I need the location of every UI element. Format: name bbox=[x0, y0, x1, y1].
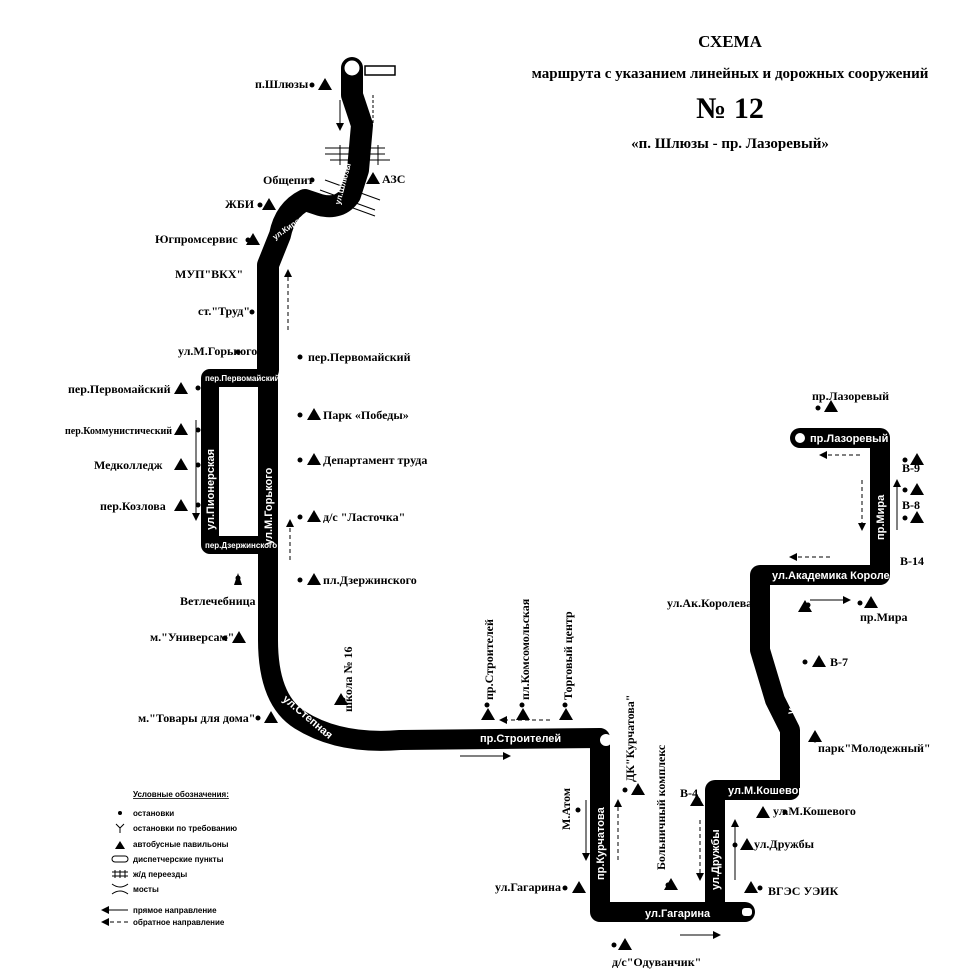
title-subtitle: маршрута с указанием линейных и дорожных… bbox=[531, 66, 929, 82]
street-stroiteley: пр.Строителей bbox=[480, 733, 561, 745]
stop-b7: В-7 bbox=[830, 655, 848, 669]
stop-b8: В-8 bbox=[902, 498, 920, 512]
stop-zhbi: ЖБИ bbox=[225, 197, 255, 211]
stop-obshchepit: Общепит bbox=[263, 173, 314, 187]
route-road bbox=[201, 57, 890, 922]
stop-yugprom: Югпромсервис bbox=[155, 232, 238, 246]
street-pervomaysky: пер.Первомайский bbox=[205, 374, 280, 383]
stop-trud: ст."Труд" bbox=[198, 304, 250, 318]
street-mira: пр.Мира bbox=[875, 494, 887, 540]
direction-arrows bbox=[192, 95, 901, 939]
street-korolev: ул.Академика Королева bbox=[772, 570, 903, 582]
stop-ak-koroleva: ул.Ак.Королева bbox=[667, 596, 752, 610]
legend-label-8: обратное направление bbox=[133, 918, 225, 927]
dispatch-point-icon bbox=[364, 65, 396, 76]
stop-pervomaysky-right: пер.Первомайский bbox=[308, 350, 411, 364]
stop-universam: м."Универсам" bbox=[150, 630, 234, 644]
terminal-gagarina bbox=[742, 908, 752, 916]
request-stop-icon bbox=[115, 823, 125, 833]
stop-dk-kurchatova: ДК"Курчатова" bbox=[623, 695, 637, 782]
stop-park-pobedy: Парк «Победы» bbox=[323, 408, 409, 422]
route-name: «п. Шлюзы - пр. Лазоревый» bbox=[631, 136, 829, 152]
stop-school16: школа № 16 bbox=[341, 646, 355, 712]
street-gagarina: ул.Гагарина bbox=[645, 908, 711, 920]
stop-koshevogo: ул.М.Кошевого bbox=[773, 804, 856, 818]
street-gorkogo: ул.М.Горького bbox=[263, 467, 275, 545]
stop-lastochka: д/с "Ласточка" bbox=[323, 510, 405, 524]
stop-vgas: ВГЭС УЭИК bbox=[768, 884, 839, 898]
stop-gagarina: ул.Гагарина bbox=[495, 880, 561, 894]
street-druzhby: ул.Дружбы bbox=[710, 829, 722, 890]
legend-label-6: мосты bbox=[133, 885, 159, 894]
stop-azs: АЗС bbox=[382, 172, 405, 186]
pavilion-icon bbox=[115, 841, 125, 849]
stop-pr-stroiteley: пр.Строителей bbox=[482, 619, 496, 700]
stop-vkh: МУП"ВКХ" bbox=[175, 267, 243, 281]
street-koshevogo: ул.М.Кошевого bbox=[728, 785, 810, 797]
stop-park-molodezhny: парк"Молодежный" bbox=[818, 741, 931, 755]
street-pionerskaya: ул.Пионерская bbox=[205, 449, 217, 530]
street-kurchatova: пр.Курчатова bbox=[595, 806, 607, 880]
stop-pervomaysky-left: пер.Первомайский bbox=[68, 382, 171, 396]
route-number: № 12 bbox=[696, 92, 764, 125]
stop-m-atom: М.Атом bbox=[559, 788, 573, 830]
stop-bolnichny: Больничный комплекс bbox=[654, 744, 668, 870]
stop-komsomolskaya: пл.Комсомольская bbox=[518, 598, 532, 700]
stop-gorkogo: ул.М.Горького bbox=[178, 344, 257, 358]
street-dzerzhinsky: пер.Дзержинского bbox=[205, 541, 277, 550]
stop-tovary: м."Товары для дома" bbox=[138, 711, 255, 725]
terminal-stroiteley bbox=[600, 734, 612, 746]
legend-label-1: остановки bbox=[133, 809, 174, 818]
stop-kommunistichesky: пер.Коммунистический bbox=[65, 426, 172, 437]
legend-label-7: прямое направление bbox=[133, 906, 217, 915]
stop-dot-icon bbox=[118, 811, 122, 815]
stop-trade-center: Торговый центр bbox=[561, 611, 575, 700]
terminal-shlyuzy bbox=[341, 57, 363, 79]
stop-medcollege: Медколледж bbox=[94, 458, 163, 472]
stop-b14: В-14 bbox=[900, 554, 924, 568]
stop-kozlova: пер.Козлова bbox=[100, 499, 166, 513]
terminal-korolev bbox=[741, 571, 749, 579]
legend-label-4: диспетчерские пункты bbox=[133, 855, 224, 864]
stop-oduvanchik: д/с"Одуванчик" bbox=[612, 955, 701, 969]
bridge-icon bbox=[111, 883, 129, 895]
stop-lazorevy: пр.Лазоревый bbox=[812, 389, 889, 403]
title-scheme: СХЕМА bbox=[698, 32, 762, 51]
legend-label-2: остановки по требованию bbox=[133, 824, 237, 833]
rail-crossing-legend-icon bbox=[112, 870, 128, 878]
stop-pr-mira: пр.Мира bbox=[860, 610, 908, 624]
street-lazorevy: пр.Лазоревый bbox=[810, 433, 888, 445]
legend-title: Условные обозначения: bbox=[133, 790, 229, 799]
stop-dept-truda: Департамент труда bbox=[323, 453, 427, 467]
rail-crossing-icon bbox=[319, 145, 390, 217]
stop-druzhby: ул.Дружбы bbox=[754, 837, 815, 851]
stop-shlyuzy: п.Шлюзы bbox=[255, 77, 309, 91]
dispatch-icon bbox=[111, 855, 129, 863]
stop-markers bbox=[174, 78, 924, 950]
legend-label-5: ж/д переезды bbox=[132, 870, 187, 879]
terminal-lazorevy bbox=[795, 433, 805, 443]
stop-b9: В-9 bbox=[902, 461, 920, 475]
stop-b4: В-4 bbox=[680, 786, 698, 800]
street-marks: ул.К.Маркса bbox=[785, 648, 808, 716]
legend: Условные обозначения: остановки остановк… bbox=[101, 790, 237, 927]
legend-label-3: автобусные павильоны bbox=[133, 840, 229, 849]
stop-vetlechebnitsa: Ветлечебница bbox=[180, 594, 256, 608]
stop-pl-dzerzhinskogo: пл.Дзержинского bbox=[323, 573, 417, 587]
